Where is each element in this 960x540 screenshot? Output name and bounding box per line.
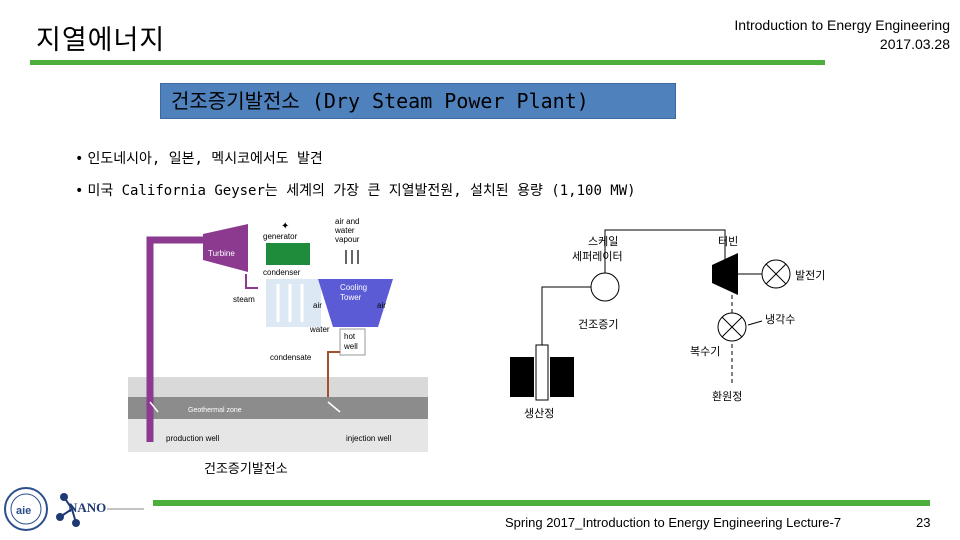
header-info: Introduction to Energy Engineering 2017.… bbox=[734, 16, 950, 54]
vapour-label-3: vapour bbox=[335, 235, 360, 244]
generator-label: 발전기 bbox=[795, 269, 825, 282]
steam-label: steam bbox=[233, 295, 255, 304]
lecture-date: 2017.03.28 bbox=[879, 36, 950, 52]
cooling-tower-label-1: Cooling bbox=[340, 283, 367, 292]
footer-text: Spring 2017_Introduction to Energy Engin… bbox=[505, 515, 842, 530]
nano-lab-logo: NANO bbox=[56, 493, 144, 527]
spark-icon: ✦ bbox=[281, 221, 289, 232]
well-block-right bbox=[550, 357, 574, 397]
condensate-pipe bbox=[327, 351, 340, 397]
turbine-symbol bbox=[712, 253, 738, 295]
cooling-tower bbox=[318, 279, 393, 327]
hot-well-box bbox=[339, 328, 366, 356]
bullet-text: 인도네시아, 일본, 멕시코에서도 발견 bbox=[87, 151, 323, 167]
bottom-divider bbox=[153, 500, 930, 506]
vapour-label-2: water bbox=[334, 226, 355, 235]
production-flow bbox=[149, 401, 159, 413]
page-number: 23 bbox=[916, 515, 931, 530]
bullet-dot: • bbox=[75, 151, 84, 167]
turbine-label: 터빈 bbox=[718, 235, 738, 248]
section-title: 건조증기발전소 (Dry Steam Power Plant) bbox=[160, 83, 676, 119]
steam-pipe bbox=[146, 236, 206, 442]
vapour-label-1: air and bbox=[335, 217, 359, 226]
figure-caption: 건조증기발전소 bbox=[204, 462, 288, 477]
dry-steam-plant-diagram: Geothermal zone Turbine generator ✦ air … bbox=[128, 217, 428, 452]
condenser-label: condenser bbox=[263, 268, 301, 277]
vapour-arrows bbox=[345, 250, 359, 264]
geothermal-zone bbox=[128, 397, 428, 419]
turbine-shape bbox=[203, 224, 248, 272]
logo1-text: aie bbox=[16, 505, 31, 517]
air-left-label: air bbox=[313, 301, 322, 310]
bullet-item: •인도네시아, 일본, 멕시코에서도 발견 bbox=[75, 148, 323, 168]
separator-circle bbox=[590, 272, 620, 302]
well-line bbox=[541, 286, 605, 365]
generator-cross bbox=[765, 263, 787, 285]
hot-well-label-2: well bbox=[343, 342, 358, 351]
reinjection-well-label: 환원정 bbox=[712, 390, 742, 403]
cooling-tower-label-2: Tower bbox=[340, 293, 362, 302]
bedrock-layer bbox=[128, 419, 428, 452]
water-label: water bbox=[309, 325, 330, 334]
steam-line bbox=[604, 229, 726, 287]
course-title: Introduction to Energy Engineering bbox=[734, 17, 950, 33]
air-right-label: air bbox=[377, 301, 386, 310]
production-well-label: 생산정 bbox=[524, 407, 554, 420]
coolant-label: 냉각수 bbox=[765, 313, 795, 326]
turbine-label: Turbine bbox=[208, 249, 235, 258]
separator-label-1: 스케일 bbox=[588, 234, 618, 248]
separator-label-2: 세퍼레이터 bbox=[572, 250, 623, 263]
logo2-text: NANO bbox=[68, 500, 106, 515]
bullet-text: 미국 California Geyser는 세계의 가장 큰 지열발전원, 설치… bbox=[87, 183, 636, 199]
production-well-label: production well bbox=[166, 434, 220, 443]
condenser-label: 복수기 bbox=[690, 345, 720, 358]
dry-steam-schematic: 스케일 세퍼레이터 터빈 발전기 건조증기 냉각수 복수기 생산정 환원정 bbox=[510, 229, 825, 420]
generator-box bbox=[266, 243, 310, 265]
slide-title: 지열에너지 bbox=[36, 25, 166, 56]
well-block-left bbox=[510, 357, 534, 397]
injection-flow bbox=[327, 401, 341, 413]
bullet-dot: • bbox=[75, 183, 84, 199]
dry-steam-label: 건조증기 bbox=[578, 318, 618, 331]
top-divider bbox=[30, 60, 825, 65]
bullet-item: •미국 California Geyser는 세계의 가장 큰 지열발전원, 설… bbox=[75, 180, 636, 200]
hot-well-label-1: hot bbox=[344, 332, 356, 341]
condenser-box bbox=[266, 279, 321, 327]
condenser-cross bbox=[721, 316, 743, 338]
injection-well-label: injection well bbox=[346, 434, 392, 443]
university-logo: aie bbox=[4, 487, 48, 531]
coolant-arrow bbox=[747, 320, 763, 326]
condenser-flow bbox=[276, 284, 304, 322]
generator-label: generator bbox=[263, 232, 298, 241]
condensate-label: condensate bbox=[270, 353, 312, 362]
steam-arrow bbox=[245, 274, 258, 289]
geothermal-zone-label: Geothermal zone bbox=[188, 407, 242, 414]
well-pipe bbox=[535, 344, 549, 401]
